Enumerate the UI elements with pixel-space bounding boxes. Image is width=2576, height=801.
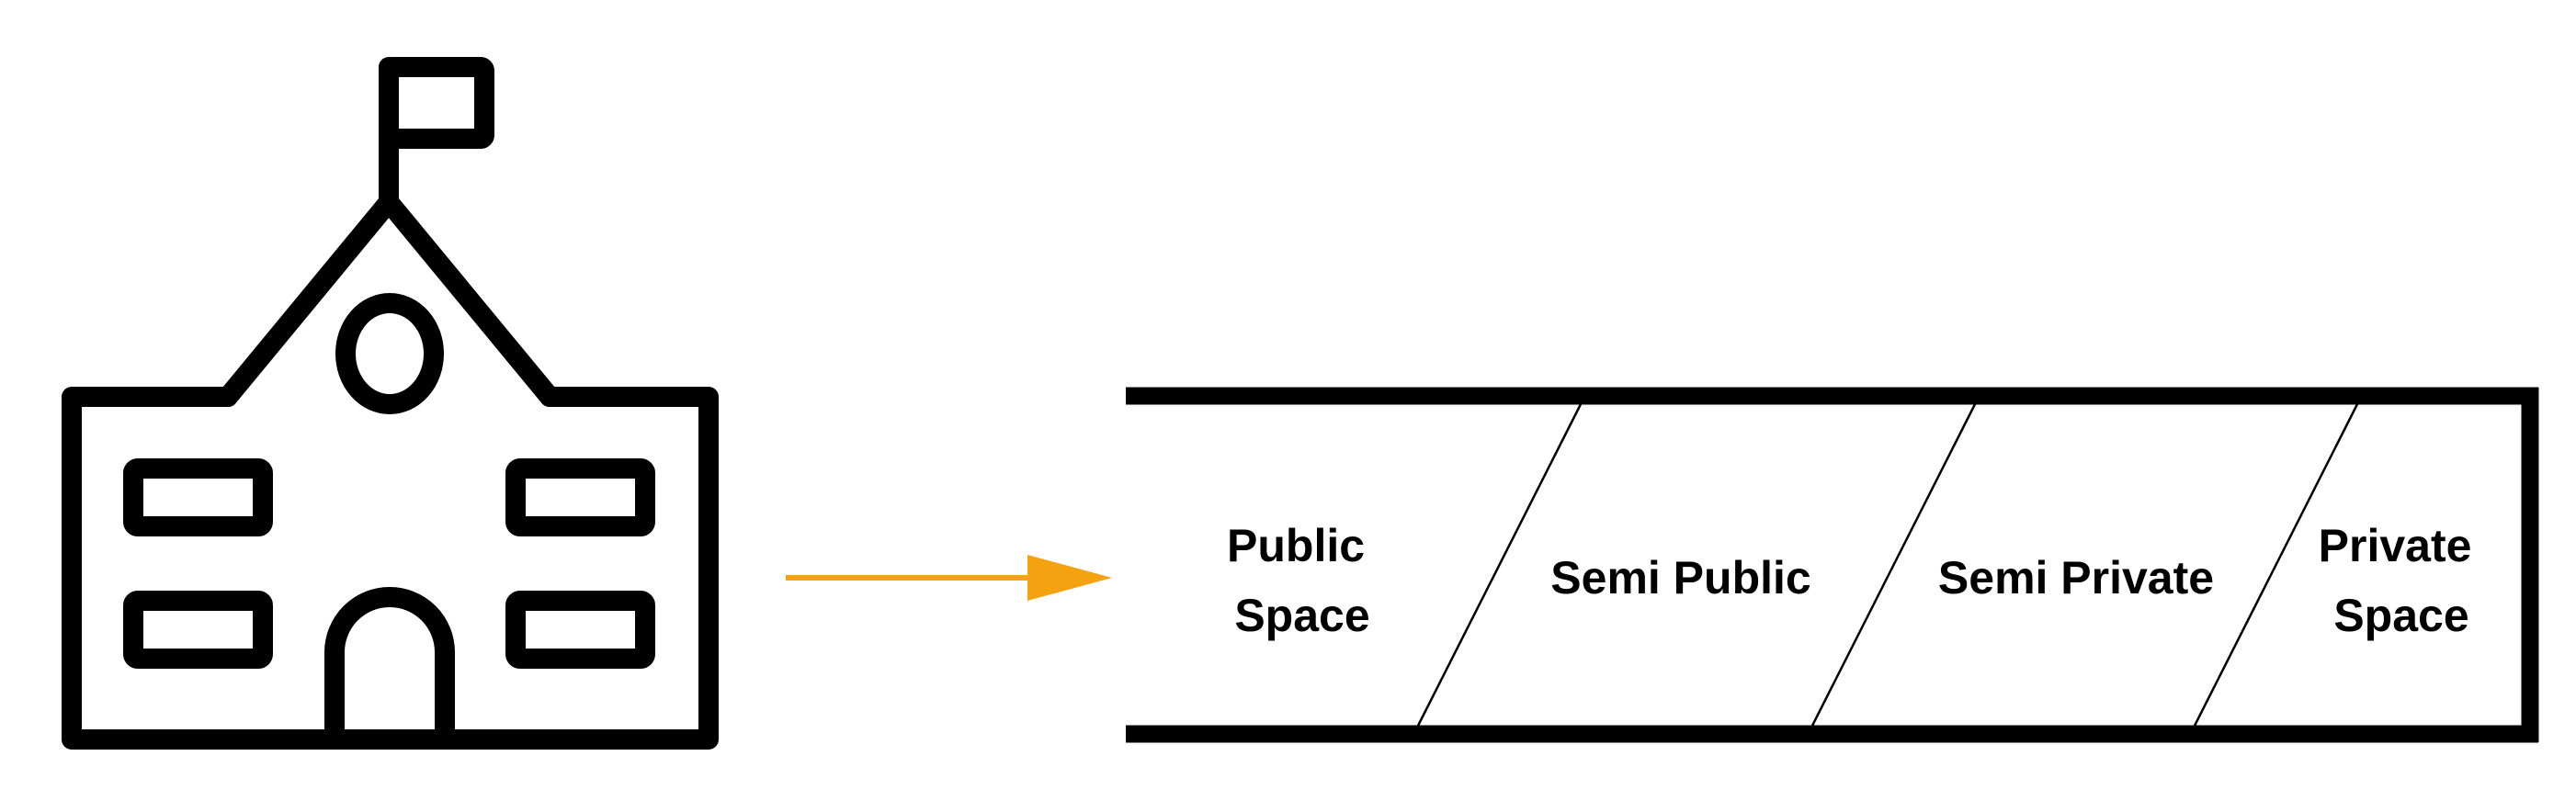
privacy-band: [1126, 387, 2539, 743]
roof: [218, 192, 560, 407]
arrow-right-icon: [786, 555, 1112, 601]
school-icon: [62, 57, 719, 750]
window-icon: [505, 458, 655, 536]
door-icon: [324, 587, 455, 750]
zone-label-private-space: Private Space: [2319, 520, 2485, 641]
zone-label-semi-private: Semi Private: [1938, 552, 2214, 604]
window-icon: [505, 591, 655, 669]
flag-icon: [379, 57, 494, 149]
window-icon: [123, 591, 273, 669]
zone-label-semi-public: Semi Public: [1550, 552, 1810, 604]
zone-divider: [1810, 403, 1977, 727]
zone-divider: [2193, 403, 2359, 727]
round-window-icon: [335, 293, 444, 414]
zone-label-public-space: Public Space: [1227, 520, 1378, 641]
zone-divider: [1416, 403, 1583, 727]
building-body: [62, 387, 719, 750]
window-icon: [123, 458, 273, 536]
